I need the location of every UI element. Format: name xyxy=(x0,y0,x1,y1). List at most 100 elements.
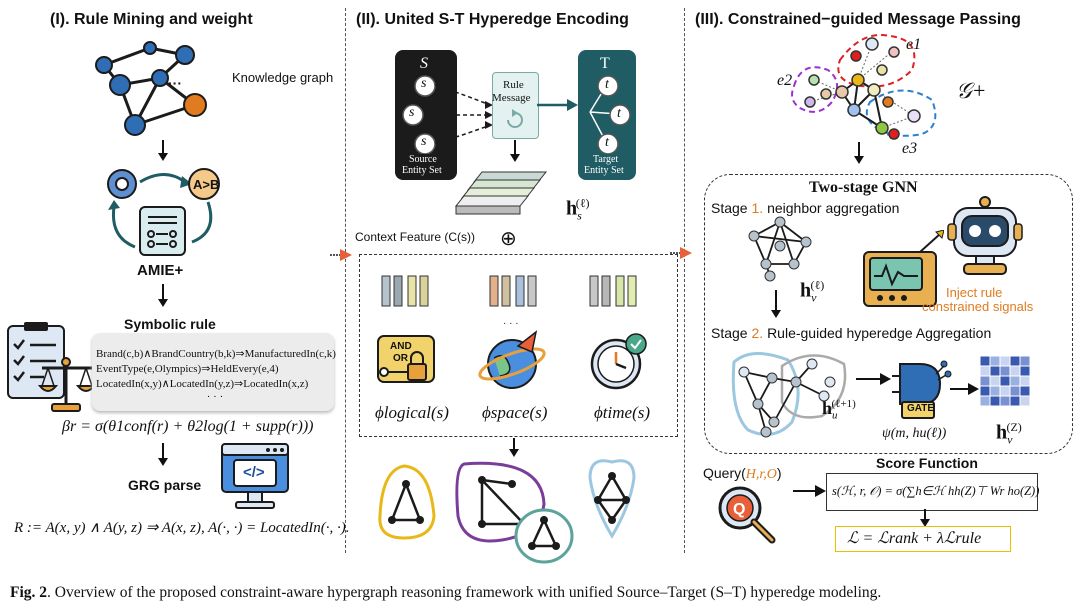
source-label-1: Source xyxy=(409,154,437,165)
beta-formula: βr = σ(θ1conf(r) + θ2log(1 + supp(r))) xyxy=(62,418,314,435)
panel-1-title: (I). Rule Mining and weight xyxy=(50,11,253,28)
target-node-2: t xyxy=(617,106,621,121)
source-to-message-arrows xyxy=(435,84,493,144)
stage-2-label: Stage 2. Rule-guided hyperedge Aggregati… xyxy=(711,325,991,341)
arrow-panel-1-to-2 xyxy=(330,249,352,261)
caption-text: . Overview of the proposed constraint-aw… xyxy=(47,584,882,601)
stage-1-number: 1. xyxy=(751,200,764,216)
arrow-to-loss xyxy=(920,509,930,527)
r-formula: R := A(x, y) ∧ A(y, z) ⇒ A(x, z), A(·, ·… xyxy=(14,520,350,536)
arrow-down-message xyxy=(510,140,520,162)
phi-logical: ϕlogical(s) xyxy=(375,403,449,422)
stage-2-text: Rule-guided hyperedge Aggregation xyxy=(767,325,992,341)
rule-line-1: Brand(c,b)∧BrandCountry(b,k)⇒Manufacture… xyxy=(96,348,336,360)
two-stage-gnn-box xyxy=(704,174,1073,454)
embedding-heatmap xyxy=(980,356,1030,406)
hv-sup: (ℓ) xyxy=(810,278,825,292)
hvz-sub: v xyxy=(1007,432,1013,447)
arrow-to-score xyxy=(793,485,826,497)
stage-1-text: neighbor aggregation xyxy=(767,200,900,216)
hs-sup: (ℓ) xyxy=(575,196,590,210)
loss-formula: ℒ = ℒrank + λℒrule xyxy=(847,530,982,547)
separator-left xyxy=(345,8,346,553)
query-prefix: Query( xyxy=(703,465,746,481)
hv-symbol: hv(ℓ) xyxy=(800,278,830,306)
inject-label-2: constrained signals xyxy=(922,299,1034,314)
refresh-icon xyxy=(507,109,523,128)
code-symbol: </> xyxy=(243,464,265,481)
target-label-1: Target xyxy=(593,154,619,165)
hvz-symbol: hv(Z) xyxy=(996,420,1028,448)
robot-icon xyxy=(947,196,1023,275)
score-function-title: Score Function xyxy=(876,455,978,471)
rule-line-3: LocatedIn(x,y)∧LocatedIn(y,z)⇒LocatedIn(… xyxy=(96,378,309,390)
e1-label: e1 xyxy=(906,36,922,53)
oplus-symbol: ⊕ xyxy=(500,228,517,250)
stage-2-hypergraph xyxy=(731,352,847,438)
phi-time: ϕtime(s) xyxy=(594,403,651,422)
target-title: T xyxy=(600,55,610,72)
feature-bars-space xyxy=(489,275,537,307)
rule-message-label-2: Message xyxy=(492,92,531,104)
figure-number: Fig. 2 xyxy=(10,584,48,601)
panel-2-title: (II). United S-T Hyperedge Encoding xyxy=(356,11,629,28)
feature-bars-logical xyxy=(381,275,429,307)
clock-icon xyxy=(590,333,647,390)
hu-base: h xyxy=(822,398,833,418)
hv-sub: v xyxy=(811,290,817,305)
arrow-down-hyperedges xyxy=(509,438,519,457)
arrow-down-1 xyxy=(158,140,168,161)
hvz-sup: (Z) xyxy=(1006,420,1022,434)
source-label-2: Entity Set xyxy=(402,165,442,176)
query-label: Query(H,r,O) xyxy=(703,465,782,483)
target-nodes xyxy=(589,75,631,154)
knowledge-graph-icon: ··· xyxy=(95,41,207,136)
arrow-down-gnn xyxy=(854,142,864,164)
knowledge-graph-label: Knowledge graph xyxy=(232,70,334,85)
panel-3-title: (III). Constrained−guided Message Passin… xyxy=(695,11,1021,28)
ab-label: A>B xyxy=(193,177,220,192)
feature-bars-time xyxy=(589,275,637,307)
e2-label: e2 xyxy=(777,72,793,89)
arrow-to-gate xyxy=(856,373,891,385)
source-node-2: s xyxy=(409,105,415,120)
source-node-1: s xyxy=(421,76,427,91)
target-label-2: Entity Set xyxy=(584,165,624,176)
hyperedge-embedding-stack xyxy=(454,171,548,215)
arrow-down-stage xyxy=(771,290,781,318)
and-label: AND xyxy=(390,341,412,352)
hvz-base: h xyxy=(996,421,1008,444)
rule-line-4: · · · xyxy=(206,391,224,403)
arrow-to-heatmap xyxy=(950,383,979,395)
gate-label: GATE xyxy=(907,403,935,414)
source-node-3: s xyxy=(421,134,427,149)
psi-formula: ψ(m, hu(ℓ)) xyxy=(882,426,947,441)
stage-1-prefix: Stage xyxy=(711,200,748,216)
inject-label-1: Inject rule xyxy=(946,285,1003,300)
globe-rocket-icon xyxy=(478,330,546,389)
query-suffix: ) xyxy=(776,465,782,481)
rule-line-2: EventType(e,Olympics)⇒HeldEvery(e,4) xyxy=(96,363,279,375)
stage-2-number: 2. xyxy=(751,325,764,341)
gnn-title: Two-stage GNN xyxy=(809,179,918,196)
or-label: OR xyxy=(393,353,408,364)
arrow-down-2 xyxy=(158,284,168,307)
message-to-target-arrow xyxy=(537,99,578,111)
stage-1-label: Stage 1. neighbor aggregation xyxy=(711,200,899,216)
ellipsis: · · · xyxy=(503,318,519,329)
amie-cycle-icon xyxy=(107,168,220,256)
svg-text:Q: Q xyxy=(733,501,745,518)
amie-label: AMIE+ xyxy=(137,262,184,279)
stage-1-graph xyxy=(748,216,812,282)
source-title: S xyxy=(420,55,428,72)
separator-right xyxy=(684,8,685,553)
g-plus-label: 𝒢+ xyxy=(956,78,987,103)
symbolic-rule-box: Brand(c,b)∧BrandCountry(b,k)⇒Manufacture… xyxy=(92,333,336,411)
arrow-down-3 xyxy=(158,443,168,466)
target-node-1: t xyxy=(605,77,609,92)
hs-symbol: hs(ℓ) xyxy=(566,196,596,224)
arrow-panel-2-to-3 xyxy=(670,247,692,259)
context-feature-box xyxy=(359,254,678,437)
stage-2-prefix: Stage xyxy=(711,325,748,341)
hu-symbol: hu(ℓ+1) xyxy=(822,398,862,422)
